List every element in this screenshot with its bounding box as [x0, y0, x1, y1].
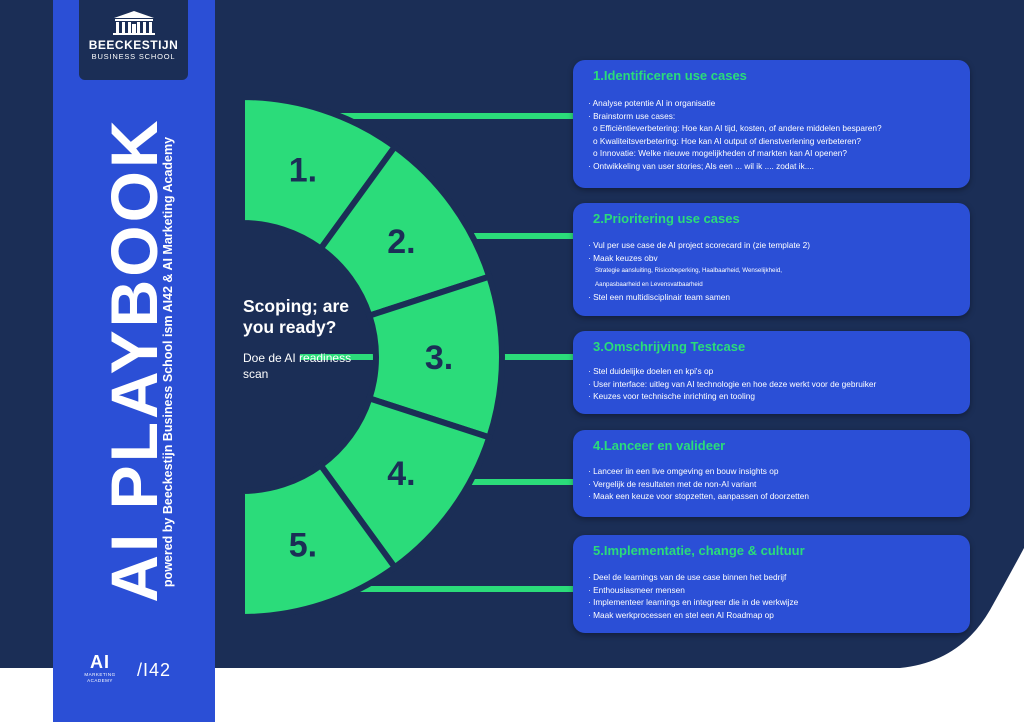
step-4-list: · Lanceer iin een live omgeving en bouw …	[588, 465, 809, 503]
step-4-item: · Maak een keuze voor stopzetten, aanpas…	[588, 491, 809, 502]
step-5-list: · Deel de learnings van de use case binn…	[588, 571, 798, 621]
step-1-item: o Kwaliteitsverbetering: Hoe kan AI outp…	[593, 135, 861, 146]
step-5-item: · Implementeer learnings en integreer di…	[588, 597, 799, 608]
step-4-item: · Vergelijk de resultaten met de non-AI …	[588, 478, 757, 489]
step-5-item: · Maak werkprocessen en stel een AI Road…	[588, 609, 774, 620]
step-card-5: 5.Implementatie, change & cultuur · Deel…	[573, 535, 970, 633]
step-1-title: 1.Identificeren use cases	[593, 68, 747, 83]
segment-number-2: 2.	[387, 223, 415, 261]
logo-subtitle: BUSINESS SCHOOL	[91, 52, 176, 61]
connector-line-1	[300, 113, 576, 119]
step-3-item: · Keuzes voor technische inrichting en t…	[588, 391, 755, 402]
step-1-item: o Innovatie: Welke nieuwe mogelijkheden …	[593, 148, 847, 159]
school-logo[interactable]: BEECKESTIJN BUSINESS SCHOOL	[79, 0, 188, 80]
ai-logo-line-1: MARKETING	[84, 672, 116, 677]
step-2-item: · Vul per use case de AI project scoreca…	[588, 240, 810, 250]
step-2-title: 2.Prioritering use cases	[593, 211, 740, 226]
segment-number-4: 4.	[387, 455, 415, 493]
ai-marketing-academy-logo: AI MARKETING ACADEMY	[82, 652, 118, 684]
segment-number-1: 1.	[289, 152, 317, 190]
ring-segment-5	[239, 461, 400, 621]
step-card-3: 3.Omschrijving Testcase · Stel duidelijk…	[573, 331, 970, 414]
ai-logo-text: AI	[90, 652, 110, 672]
connector-line-5	[300, 586, 576, 592]
step-5-item: · Deel de learnings van de use case binn…	[588, 572, 787, 582]
step-4-title: 4.Lanceer en valideer	[593, 438, 726, 453]
step-1-item: · Ontwikkeling van user stories; Als een…	[588, 160, 814, 171]
sidebar-band	[53, 0, 215, 722]
logo-name: BEECKESTIJN	[88, 38, 179, 52]
step-1-item: o Efficiëntieverbetering: Hoe kan AI tij…	[593, 123, 882, 134]
step-2-list: · Vul per use case de AI project scoreca…	[588, 239, 810, 304]
scoping-title: Scoping; are you ready?	[243, 296, 349, 337]
step-2-item: · Stel een multidisciplinair team samen	[588, 292, 731, 303]
step-1-list: · Analyse potentie AI in organisatie · B…	[588, 97, 882, 173]
step-3-item: · User interface: uitleg van AI technolo…	[588, 378, 877, 389]
ai42-logo: /I42	[137, 660, 172, 680]
segment-number-5: 5.	[289, 526, 317, 564]
segment-number-3: 3.	[425, 339, 453, 377]
step-1-item: · Analyse potentie AI in organisatie	[588, 98, 716, 108]
step-3-list: · Stel duidelijke doelen en kpi's op · U…	[588, 365, 876, 403]
step-1-item: · Brainstorm use cases:	[588, 110, 676, 121]
step-card-2: 2.Prioritering use cases · Vul per use c…	[573, 203, 970, 316]
step-4-item: · Lanceer iin een live omgeving en bouw …	[588, 466, 779, 476]
step-card-4: 4.Lanceer en valideer · Lanceer iin een …	[573, 430, 970, 517]
step-2-item: Aanpasbaarheid en Levensvatbaarheid	[595, 280, 703, 288]
ai-logo-line-2: ACADEMY	[87, 678, 113, 683]
step-5-item: · Enthousiasmeer mensen	[588, 584, 685, 595]
step-3-title: 3.Omschrijving Testcase	[593, 339, 746, 354]
step-card-1: 1.Identificeren use cases · Analyse pote…	[573, 60, 970, 188]
school-building-icon	[113, 11, 155, 35]
readiness-scan-text: Doe de AI readiness scan	[243, 351, 352, 381]
step-5-title: 5.Implementatie, change & cultuur	[593, 543, 805, 558]
step-2-item: · Maak keuzes obv	[588, 252, 658, 263]
center-scoping: Scoping; are you ready? Doe de AI readin…	[243, 296, 363, 382]
step-3-item: · Stel duidelijke doelen en kpi's op	[588, 366, 714, 376]
step-2-item: Strategie aansluiting, Risicobeperking, …	[595, 267, 782, 275]
